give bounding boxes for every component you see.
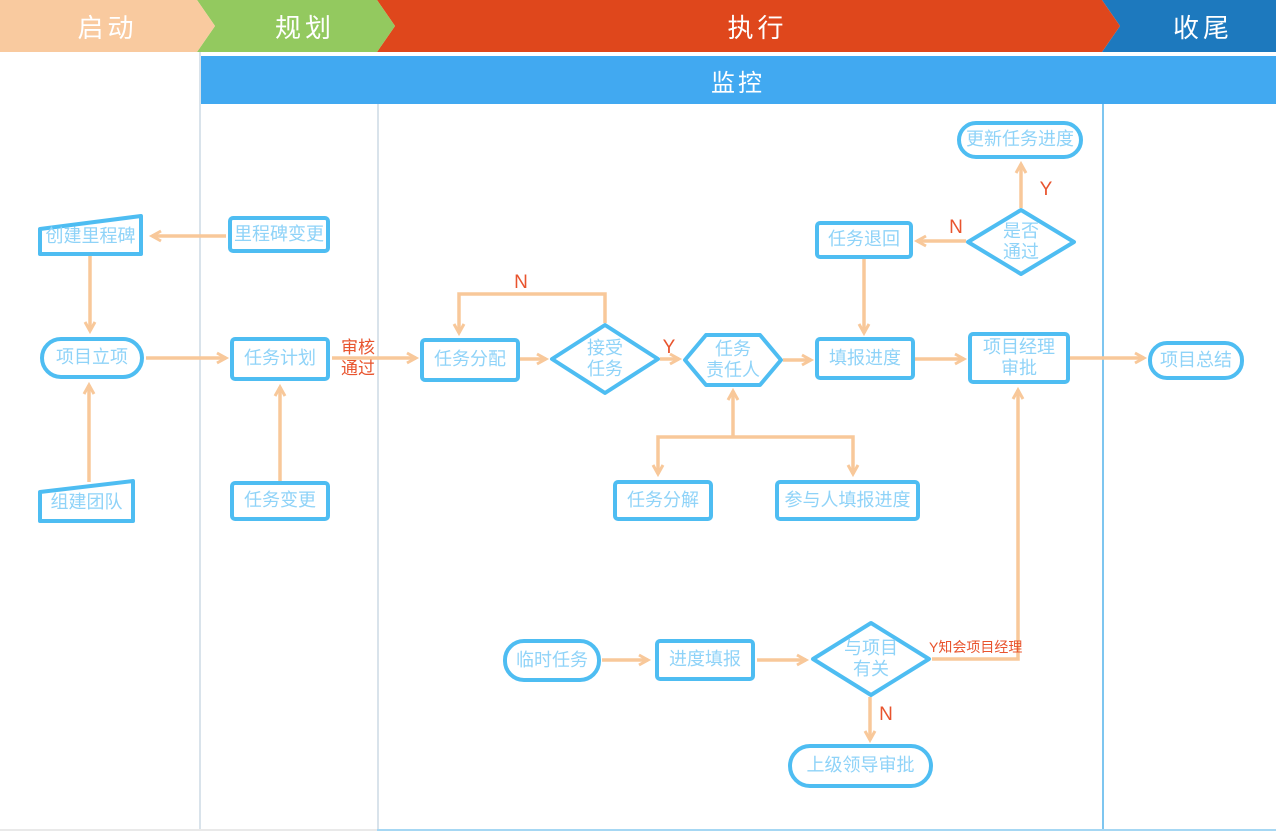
bottom-border-right <box>377 829 1276 831</box>
node-update-task-progress-shape[interactable] <box>957 121 1083 159</box>
node-participant-fill-progress-shape[interactable] <box>775 480 920 521</box>
node-task-owner-shape[interactable] <box>683 333 783 387</box>
bottom-border-left <box>0 829 377 831</box>
edge-label-pass-y: Y <box>1039 179 1053 200</box>
edge-label-accept-y: Y <box>662 337 676 358</box>
lane-divider-execution-closing <box>1102 104 1104 831</box>
monitor-band: 监控 <box>200 56 1276 104</box>
node-milestone-change-shape[interactable] <box>228 216 330 253</box>
node-temp-task-shape[interactable] <box>503 639 601 682</box>
phase-planning: 规划 <box>197 0 395 52</box>
edge-branch-to-participant-fill-progress <box>733 435 860 478</box>
node-task-assign-shape[interactable] <box>420 338 520 382</box>
node-task-breakdown-shape[interactable] <box>613 480 713 521</box>
node-build-team-shape[interactable] <box>38 479 135 523</box>
lane-divider-initiation-planning <box>199 52 201 831</box>
phase-planning-label: 规划 <box>274 12 335 43</box>
phase-initiation: 启动 <box>0 0 215 52</box>
node-task-return-shape[interactable] <box>815 221 913 259</box>
phase-execution-label: 执行 <box>727 12 788 43</box>
node-project-initiation-shape[interactable] <box>40 337 144 379</box>
edge-label-notpass-n: N <box>949 217 963 238</box>
node-pass-check-shape[interactable] <box>966 208 1076 276</box>
node-project-summary-shape[interactable] <box>1148 341 1244 380</box>
node-fill-progress-shape[interactable] <box>815 337 915 380</box>
edge-label-reject-n: N <box>514 272 528 293</box>
phase-closing: 收尾 <box>1102 0 1276 52</box>
edge-branch-to-task-breakdown <box>651 435 733 478</box>
node-accept-task-shape[interactable] <box>550 323 660 395</box>
node-leader-approval-shape[interactable] <box>788 744 933 788</box>
phase-closing-label: 收尾 <box>1172 12 1233 43</box>
edge-accept-task-reject-loop <box>452 292 607 337</box>
node-project-related-shape[interactable] <box>811 621 931 697</box>
node-create-milestone-shape[interactable] <box>38 214 143 256</box>
edge-label-notify-pm: Y知会项目经理 <box>929 639 1023 655</box>
node-pm-approval-shape[interactable] <box>968 332 1070 384</box>
monitor-band-label: 监控 <box>711 69 765 97</box>
lane-divider-planning-execution <box>377 104 379 831</box>
phase-execution: 执行 <box>377 0 1120 52</box>
phase-initiation-label: 启动 <box>77 12 138 43</box>
node-task-change-shape[interactable] <box>230 481 330 521</box>
node-progress-report-shape[interactable] <box>655 639 755 681</box>
edge-label-review-pass: 审核 通过 <box>341 338 375 379</box>
node-task-plan-shape[interactable] <box>230 337 330 381</box>
edge-label-unrelated-n: N <box>879 704 893 725</box>
edge-project-related-to-pm-approval <box>932 386 1025 661</box>
